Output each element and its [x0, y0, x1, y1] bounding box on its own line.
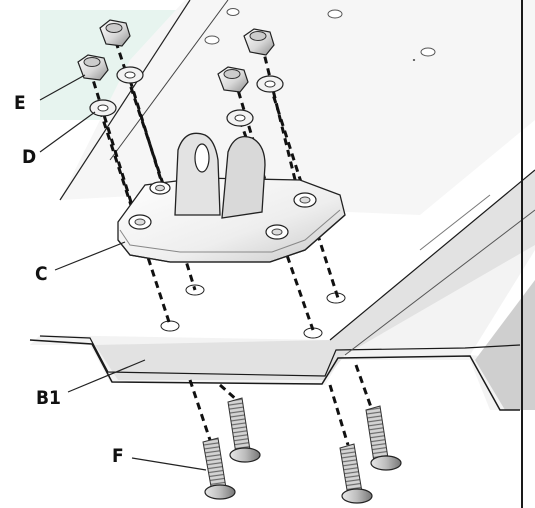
- countersunk-screw: [339, 443, 373, 504]
- locknut: [217, 66, 249, 93]
- countersunk-screw: [227, 397, 261, 463]
- washers-d: [89, 66, 284, 127]
- screws-f: [202, 397, 402, 504]
- callout-label-e: E: [14, 92, 26, 114]
- callout-label-c: C: [35, 263, 48, 285]
- locknuts-e: [77, 19, 275, 93]
- locknut: [77, 54, 109, 81]
- washer: [256, 75, 284, 93]
- base-plate-shadow: [95, 170, 535, 380]
- callout-label-b1: B1: [36, 387, 61, 409]
- base-plate-b1: [29, 169, 535, 411]
- countersunk-screw: [202, 437, 236, 500]
- washer: [226, 109, 254, 127]
- leader-lines: [39, 74, 207, 471]
- base-plate-fold-shadow: [475, 280, 535, 410]
- clevis-bracket-c: [117, 132, 346, 263]
- plate-hole: [160, 320, 180, 332]
- washer: [89, 99, 117, 117]
- locknut: [99, 19, 131, 47]
- washer: [116, 66, 144, 84]
- callout-label-d: D: [22, 146, 36, 168]
- locknut: [243, 28, 275, 56]
- clevis-pin-hole: [194, 143, 210, 173]
- countersunk-screw: [365, 405, 402, 471]
- callout-label-f: F: [112, 445, 124, 467]
